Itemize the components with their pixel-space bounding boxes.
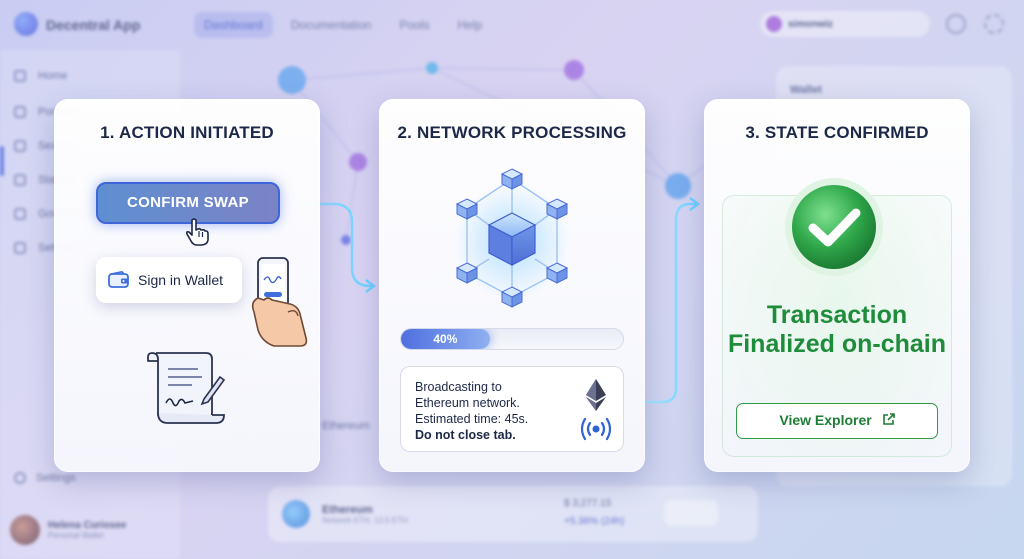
avatar [10,515,40,545]
account-avatar [766,16,782,32]
settings-label: Settings [36,472,76,484]
ethereum-icon [586,379,606,411]
progress-percent-label: 40% [433,332,458,346]
search-icon [14,140,26,152]
account-chip[interactable]: simonwiz [760,11,930,37]
sidebar-item-label: Home [38,70,68,82]
asset-change: +5.36% (24h) [564,516,625,527]
phone-sign-icon [251,257,308,347]
sidebar-active-indicator [0,146,4,176]
sign-in-wallet-popup[interactable]: Sign in Wallet [96,257,242,303]
gear-icon[interactable] [984,14,1004,34]
check-circle-icon [785,178,883,276]
app-name: Decentral App [46,17,141,33]
status-line-3: Estimated time: 45s. [415,412,529,426]
account-name: simonwiz [788,18,834,30]
profile-name: Helena Curiosee [48,520,127,531]
step3-title: 3. STATE CONFIRMED [745,123,929,142]
transaction-progress-bar: 40% [400,328,624,350]
transaction-finalized-message: Transaction Finalized on-chain [727,301,947,358]
hand-pointer-icon [185,218,209,246]
governance-icon [14,208,26,220]
top-nav: Dashboard Documentation Pools Help [194,12,492,38]
signed-scroll-icon [147,352,226,424]
asset-row-label: Ethereum [322,420,370,432]
asset-action-button[interactable] [664,500,718,526]
view-explorer-label: View Explorer [779,412,872,428]
progress-fill [401,329,490,349]
asset-subtitle: Network ETH, 13.5 ETH [322,515,408,525]
status-warning: Do not close tab. [415,428,516,442]
status-line-1: Broadcasting to [415,380,502,394]
profile-subtitle: Personal Wallet [48,531,104,540]
step-card-action-initiated: 1. ACTION INITIATED CONFIRM SWAP Sign in… [54,99,320,472]
bell-icon[interactable] [946,14,966,34]
asset-value: $ 3,277.15 [564,498,612,509]
wallet-icon [108,271,129,288]
broadcast-icon [580,417,612,441]
gear-icon [14,472,26,484]
asset-name: Ethereum [322,503,373,516]
asset-row[interactable]: Ethereum Network ETH, 13.5 ETH $ 3,277.1… [268,486,758,542]
confirm-swap-button[interactable]: CONFIRM SWAP [96,182,280,224]
sidebar-item-home[interactable]: Home [14,70,67,82]
view-explorer-button[interactable]: View Explorer [736,403,938,439]
status-line-2: Ethereum network. [415,396,520,410]
home-icon [14,70,26,82]
user-profile[interactable]: Helena Curiosee Personal Wallet [10,512,220,548]
cube-network-icon [454,168,570,308]
broadcast-status-box: Broadcasting to Ethereum network. Estima… [400,366,624,452]
portfolio-icon [14,106,26,118]
tab-help[interactable]: Help [457,18,483,32]
step-card-state-confirmed: 3. STATE CONFIRMED Transaction Finalized… [704,99,970,472]
sidebar-settings-link[interactable]: Settings [14,472,76,484]
step1-title: 1. ACTION INITIATED [100,123,274,142]
step-card-network-processing: 2. NETWORK PROCESSING [379,99,645,472]
wallet-prompt-label: Sign in Wallet [138,272,224,288]
staking-icon [14,174,26,186]
tab-pools[interactable]: Pools [399,18,430,32]
ethereum-coin-icon [282,500,310,528]
status-message: Broadcasting to Ethereum network. Estima… [415,379,565,443]
external-link-icon [882,413,895,425]
app-logo [14,12,38,36]
tab-documentation[interactable]: Documentation [290,18,372,32]
tab-dashboard[interactable]: Dashboard [194,12,273,38]
wallet-panel-title: Wallet [790,84,822,96]
settings-icon [14,242,26,254]
step2-title: 2. NETWORK PROCESSING [397,123,627,142]
